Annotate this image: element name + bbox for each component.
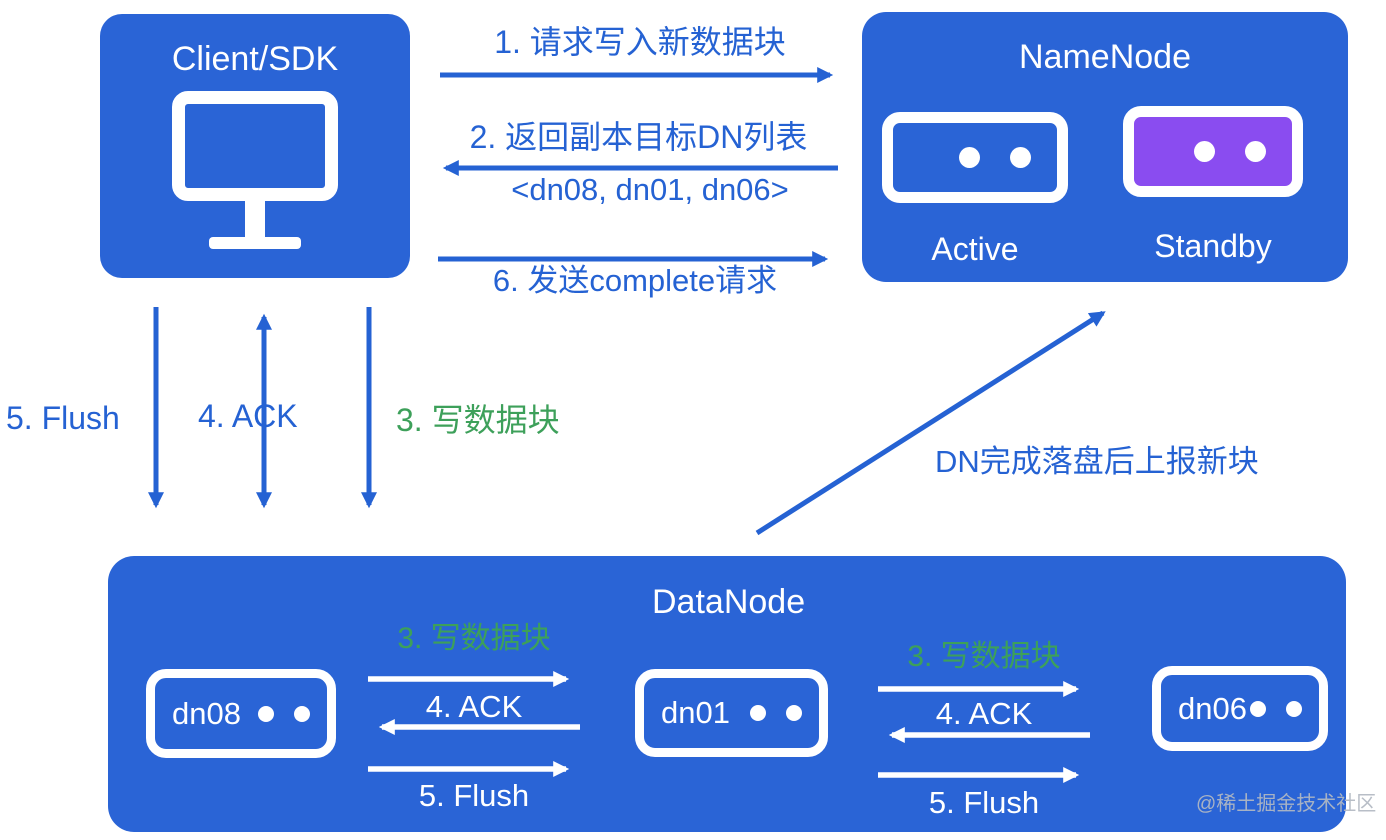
server-led-icon	[750, 705, 766, 721]
pipeline2-write-label: 3. 写数据块	[907, 640, 1061, 673]
server-led-icon	[959, 147, 980, 168]
msg6-label: 6. 发送complete请求	[492, 263, 778, 298]
server-led-icon	[294, 705, 310, 722]
datanode-chip-dn06: dn06	[1152, 666, 1328, 751]
datanode-chip-dn08: dn08	[146, 669, 336, 758]
server-led-icon	[1286, 700, 1302, 717]
server-led-icon	[786, 705, 802, 721]
pipeline2-ack-label: 4. ACK	[935, 696, 1033, 731]
report-new-block-label: DN完成落盘后上报新块	[935, 444, 1259, 479]
monitor-screen	[172, 91, 338, 201]
monitor-base	[209, 237, 301, 249]
server-led-icons	[750, 705, 802, 721]
server-led-icon	[1194, 141, 1215, 162]
pipeline1-ack-label: 4. ACK	[425, 689, 523, 724]
dn01-label: dn01	[661, 695, 730, 730]
client-title: Client/SDK	[171, 40, 339, 78]
server-led-icon	[258, 705, 274, 722]
server-led-icon	[1250, 700, 1266, 717]
vertical-ack-label: 4. ACK	[198, 398, 298, 434]
namenode-box: NameNode Active Standby	[862, 12, 1348, 282]
vertical-flush-label: 5. Flush	[6, 400, 120, 436]
datanode-chip-dn01: dn01	[635, 669, 828, 757]
pipeline1-write-label: 3. 写数据块	[397, 622, 551, 655]
client-box: Client/SDK	[100, 14, 410, 278]
dn08-label: dn08	[172, 695, 241, 731]
server-led-icons	[258, 705, 310, 722]
arrow-report-new-block	[755, 310, 1106, 536]
server-led-icon	[1010, 147, 1031, 168]
namenode-title: NameNode	[1019, 38, 1191, 76]
pipeline2-flush-label: 5. Flush	[928, 785, 1040, 820]
datanode-title: DataNode	[652, 583, 806, 621]
msg1-label: 1. 请求写入新数据块	[494, 24, 786, 60]
msg2-dn-list-label: <dn08, dn01, dn06>	[511, 172, 789, 207]
server-icon-active	[882, 112, 1068, 203]
server-led-icons	[1250, 700, 1302, 717]
watermark: @稀土掘金技术社区	[1196, 793, 1377, 815]
server-led-icon	[1245, 141, 1266, 162]
dn06-label: dn06	[1178, 690, 1247, 726]
server-icon-standby	[1123, 106, 1303, 197]
pipeline1-flush-label: 5. Flush	[418, 778, 530, 813]
monitor-icon	[100, 91, 410, 249]
vertical-write-label: 3. 写数据块	[396, 402, 560, 438]
monitor-neck	[245, 201, 265, 237]
namenode-active-label: Active	[931, 231, 1019, 267]
namenode-standby-label: Standby	[1154, 228, 1272, 264]
msg2-label: 2. 返回副本目标DN列表	[469, 119, 808, 155]
datanode-box: DataNode	[108, 556, 1346, 832]
